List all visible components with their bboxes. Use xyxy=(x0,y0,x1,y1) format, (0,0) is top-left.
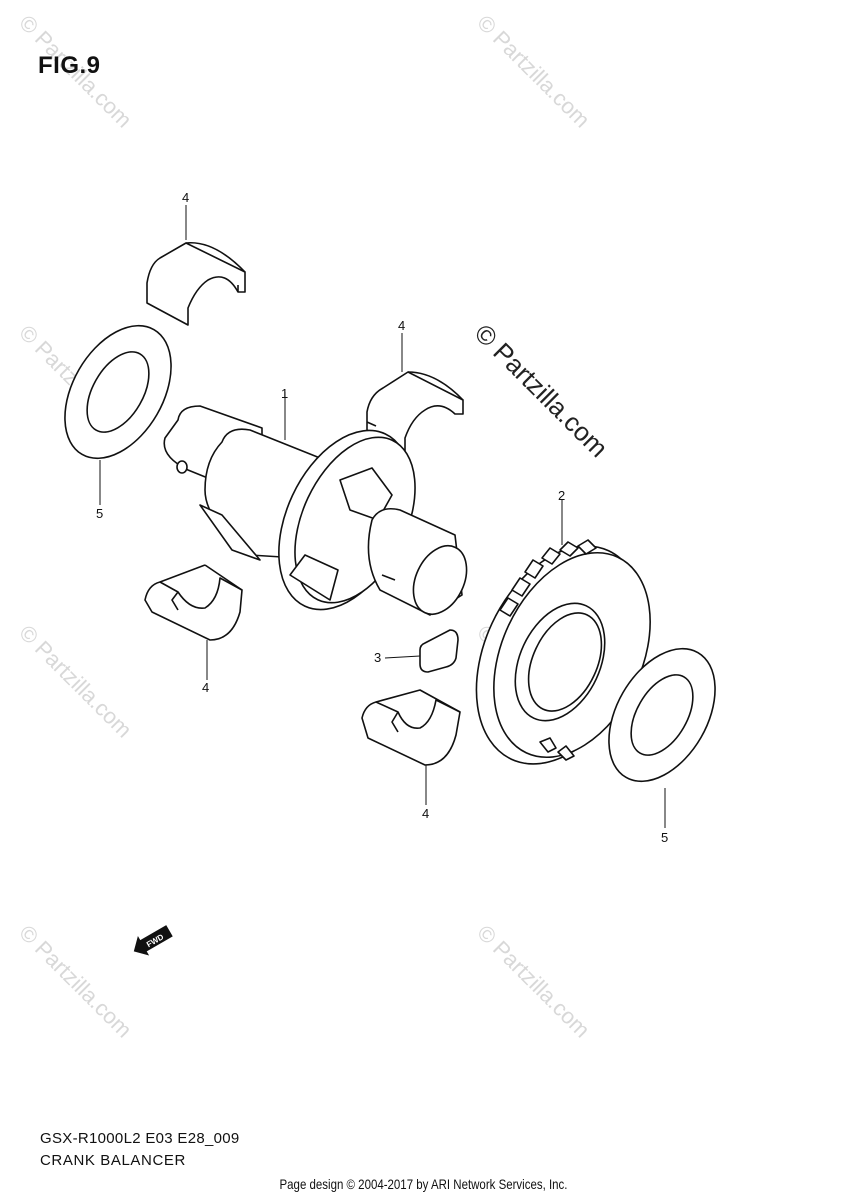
callout-5-right: 5 xyxy=(661,830,668,845)
forward-arrow-icon: FWD xyxy=(133,925,173,956)
washer-lower-right[interactable] xyxy=(587,630,737,800)
callout-5-left: 5 xyxy=(96,506,103,521)
callout-1: 1 xyxy=(281,386,288,401)
balancer-gear[interactable] xyxy=(443,519,681,791)
crank-balancer-shaft[interactable] xyxy=(163,405,477,631)
key-part[interactable] xyxy=(419,629,459,673)
callout-2: 2 xyxy=(558,488,565,503)
diagram-code: GSX-R1000L2 E03 E28_009 xyxy=(40,1130,240,1147)
bearing-upper-left[interactable] xyxy=(146,241,246,326)
bearing-lower-left[interactable] xyxy=(144,564,243,641)
diagram-title: CRANK BALANCER xyxy=(40,1152,186,1169)
callout-4-lower-right: 4 xyxy=(422,806,429,821)
callout-4-upper-left: 4 xyxy=(182,190,189,205)
bearing-lower-right[interactable] xyxy=(361,689,461,766)
leader-line xyxy=(384,655,421,659)
callout-4-lower-left: 4 xyxy=(202,680,209,695)
figure-label: FIG.9 xyxy=(38,52,101,79)
bearing-upper-right[interactable] xyxy=(366,371,464,453)
callout-3: 3 xyxy=(374,650,381,665)
page-footer: Page design © 2004-2017 by ARI Network S… xyxy=(279,1176,568,1192)
washer-upper-left[interactable] xyxy=(43,307,193,477)
callout-4-upper-right: 4 xyxy=(398,318,405,333)
